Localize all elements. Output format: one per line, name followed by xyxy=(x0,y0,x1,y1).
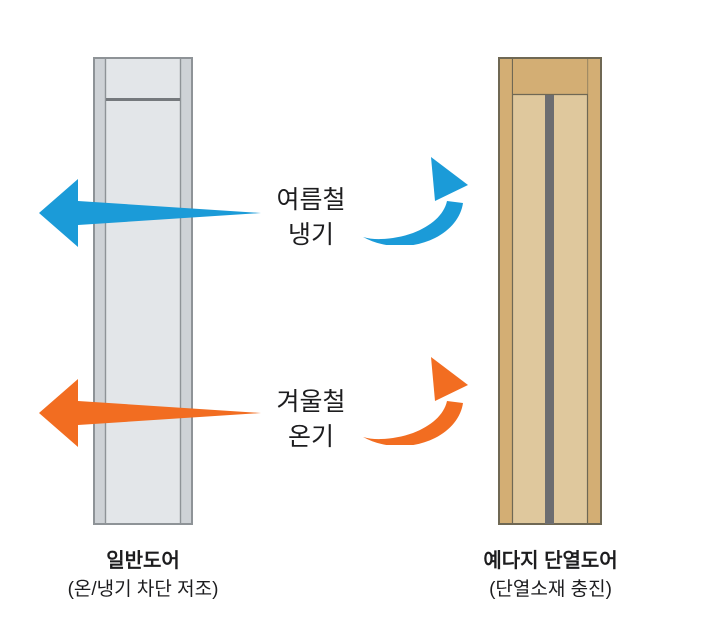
winter-warmth-label-line1: 겨울철 xyxy=(276,388,346,416)
regular-door-illustration xyxy=(93,57,193,525)
winter-warmth-label-line2: 온기 xyxy=(287,423,334,451)
summer-bounce-arrow-body xyxy=(363,201,463,245)
insulated-door-top-rail xyxy=(513,59,588,95)
insulated-door-title: 예다지 단열도어 xyxy=(483,550,618,572)
regular-door-subtitle: (온/냉기 차단 저조) xyxy=(67,579,219,600)
insulated-door-insulation-strip xyxy=(545,95,554,524)
regular-door-right-stile xyxy=(180,59,191,523)
winter-warmth-bounce-arrow xyxy=(363,357,468,445)
regular-door-panel xyxy=(93,57,193,525)
summer-cold-label-line1: 여름철 xyxy=(276,186,346,214)
winter-warmth-escape-arrow xyxy=(39,379,261,447)
regular-door-title: 일반도어 xyxy=(106,550,180,572)
winter-warmth-label: 겨울철 온기 xyxy=(256,385,366,455)
winter-left-arrow-shape xyxy=(39,379,261,447)
insulated-door-right-stile xyxy=(588,59,600,523)
summer-left-arrow-shape xyxy=(39,179,261,247)
insulated-door-caption: 예다지 단열도어 (단열소재 충진) xyxy=(430,548,671,602)
summer-bounce-arrow-head xyxy=(431,157,468,201)
regular-door-left-stile xyxy=(95,59,106,523)
winter-bounce-arrow-head xyxy=(431,357,468,401)
insulated-door-left-stile xyxy=(500,59,512,523)
summer-cold-label-line2: 냉기 xyxy=(287,221,334,249)
summer-cold-label: 여름철 냉기 xyxy=(256,183,366,253)
insulated-door-illustration xyxy=(498,57,602,525)
winter-bounce-arrow-body xyxy=(363,401,463,445)
regular-door-caption: 일반도어 (온/냉기 차단 저조) xyxy=(23,548,263,602)
regular-door-top-rail-line xyxy=(106,98,180,101)
summer-cold-bounce-arrow xyxy=(363,157,468,245)
summer-cold-escape-arrow xyxy=(39,179,261,247)
insulated-door-subtitle: (단열소재 충진) xyxy=(489,579,612,600)
